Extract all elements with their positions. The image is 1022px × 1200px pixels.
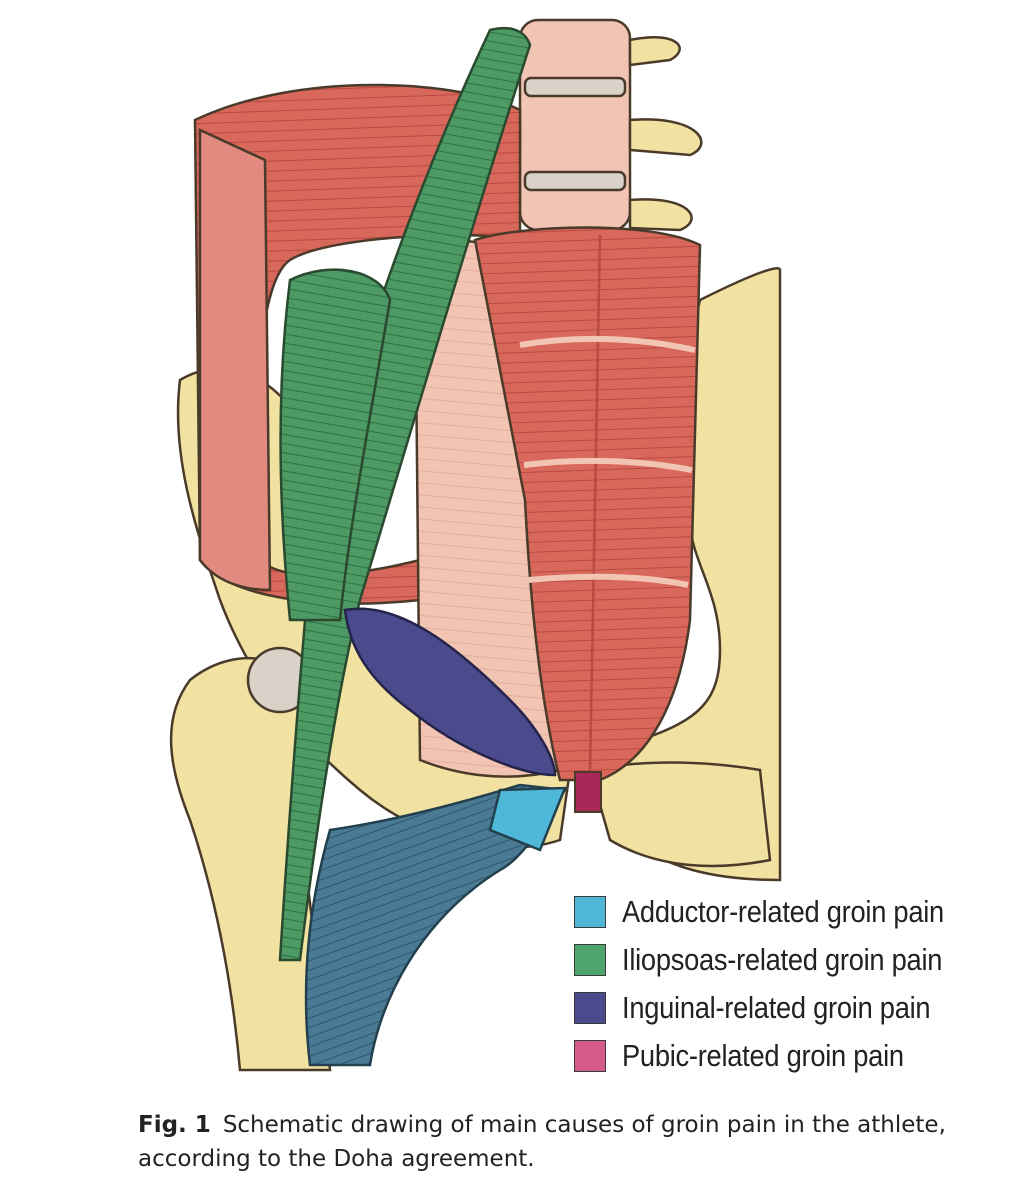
iliopsoas-muscle (278, 26, 532, 962)
legend-label: Inguinal-related groin pain (622, 990, 931, 1025)
legend-swatch-inguinal (574, 992, 606, 1024)
legend: Adductor-related groin pain Iliopsoas-re… (574, 888, 988, 1080)
anatomy-illustration (169, 18, 782, 1072)
legend-item-iliopsoas: Iliopsoas-related groin pain (574, 936, 988, 984)
legend-label: Iliopsoas-related groin pain (622, 942, 943, 977)
legend-item-pubic: Pubic-related groin pain (574, 1032, 988, 1080)
legend-item-adductor: Adductor-related groin pain (574, 888, 988, 936)
caption-label: Fig. 1 (138, 1112, 211, 1138)
inguinal-region (343, 607, 557, 777)
spine-vertebrae (500, 18, 703, 232)
adductor-muscle (304, 783, 568, 1067)
legend-swatch-adductor (574, 896, 606, 928)
legend-item-inguinal: Inguinal-related groin pain (574, 984, 988, 1032)
legend-swatch-pubic (574, 1040, 606, 1072)
rectus-abdominis-muscle (473, 226, 702, 782)
legend-swatch-iliopsoas (574, 944, 606, 976)
groin-anatomy-svg (169, 18, 782, 1072)
caption-text: Schematic drawing of main causes of groi… (138, 1112, 946, 1172)
legend-label: Pubic-related groin pain (622, 1038, 904, 1073)
pubic-symphysis (574, 771, 602, 813)
legend-label: Adductor-related groin pain (622, 894, 944, 929)
